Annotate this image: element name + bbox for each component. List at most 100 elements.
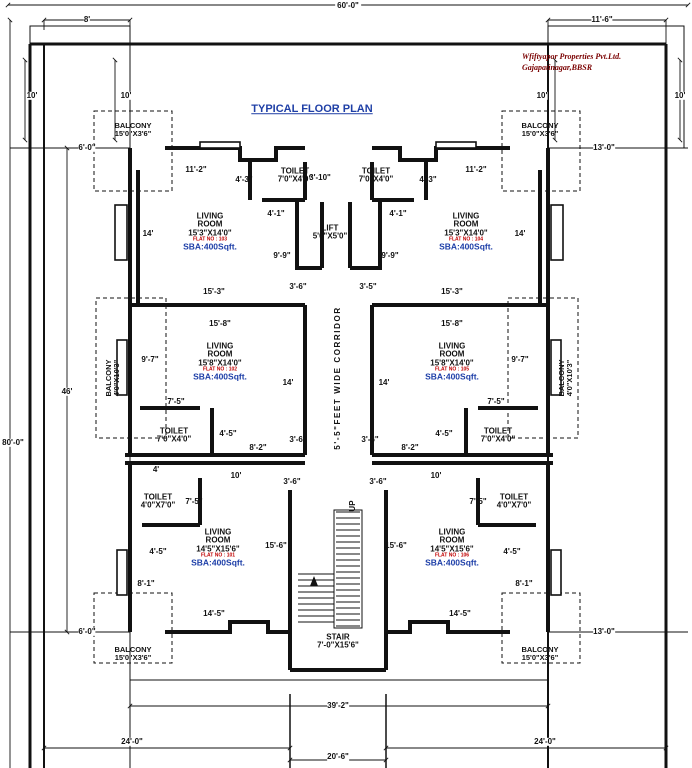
dim-right-15-3: 15'-3" xyxy=(441,286,463,296)
room-name-2: ROOM xyxy=(439,349,465,359)
room-name: LIVING xyxy=(438,527,466,537)
room-name-2: ROOM xyxy=(439,535,465,545)
dim-right-9-7: 9'-7" xyxy=(511,354,529,364)
stair-size: 7'-0"X15'6" xyxy=(317,641,359,650)
room-size: 15'3"X14'0" xyxy=(444,228,488,238)
room-size: 15'8"X14'0" xyxy=(430,358,474,368)
toilet-label: TOILET xyxy=(499,492,529,502)
dim-left-8-2: 8'-2" xyxy=(249,442,267,452)
dim-left-14-5: 14'-5" xyxy=(203,608,225,618)
dim-right-3-5-top: 3'-5" xyxy=(359,281,377,291)
front-right: 24'-0" xyxy=(534,736,556,747)
balcony-side-left: BALCONY 4'0"X10'3" xyxy=(104,359,121,397)
side-left-bottom: 6'-0" xyxy=(78,626,96,637)
dim-left-9-9: 9'-9" xyxy=(273,250,291,260)
flat-number: FLAT NO : 101 xyxy=(200,552,236,559)
lift-size: 5'0"X5'0" xyxy=(312,232,348,241)
toilet-top-right: TOILET 7'0"X4'0" xyxy=(358,166,394,185)
dim-right-14-mid: 14' xyxy=(378,377,390,387)
side-right-top: 13'-0" xyxy=(593,142,615,153)
toilet-top-left: TOILET 7'0"X4'0" xyxy=(277,166,313,185)
overall-width: 60'-0" xyxy=(335,0,361,11)
room-name-2: ROOM xyxy=(453,219,479,229)
room-name: LIVING xyxy=(196,211,224,221)
balcony-bottom-right: BALCONY 15'0"X3'6" xyxy=(521,646,558,662)
dim-left-4-5-bot: 4'-5" xyxy=(149,546,167,556)
setback-top-left-width: 8' xyxy=(83,14,91,25)
stair-center-rail xyxy=(333,509,363,629)
dim-left-4-1: 4'-1" xyxy=(267,208,285,218)
dim-lift-top: 3'-10" xyxy=(309,172,331,182)
building-width: 39'-2" xyxy=(327,700,349,711)
flat-number: FLAT NO : 104 xyxy=(448,236,484,243)
stair-treads xyxy=(298,511,360,627)
balcony-label: BALCONY xyxy=(114,121,152,131)
balcony-size: 4'0"X10'3" xyxy=(112,359,121,397)
dim-left-9-7: 9'-7" xyxy=(141,354,159,364)
flat-103: LIVING ROOM 15'3"X14'0" FLAT NO : 103 SB… xyxy=(183,211,237,252)
room-name-2: ROOM xyxy=(205,535,231,545)
dim-right-8-3: 8'-2" xyxy=(401,442,419,452)
toilet-size: 7'0"X4'0" xyxy=(277,175,313,184)
dim-left-7-5-mid: 7'-5" xyxy=(167,396,185,406)
room-name: LIVING xyxy=(206,341,234,351)
side-right-bottom: 13'-0" xyxy=(593,626,615,637)
balcony-side-right: BALCONY 4'0"X10'3" xyxy=(557,359,574,396)
dim-top-left-width: 11'-2" xyxy=(185,164,207,174)
dim-left-15-6: 15'-6" xyxy=(265,540,287,550)
walls xyxy=(125,146,553,672)
setback-left-h2: 10' xyxy=(120,90,132,101)
firm-stamp: Wfiftyapor Properties Pvt.Ltd. Gajapatin… xyxy=(522,52,621,74)
flat-number: FLAT NO : 105 xyxy=(434,366,470,373)
flat-number: FLAT NO : 106 xyxy=(434,552,470,559)
balcony-top-left: BALCONY 15'0"X3'6" xyxy=(114,122,151,138)
toilet-size: 7'0"X4'0" xyxy=(480,435,516,444)
toilet-label: TOILET xyxy=(143,492,173,502)
flat-105: LIVING ROOM 15'8"X14'0" FLAT NO : 105 SB… xyxy=(425,341,479,382)
windows xyxy=(114,141,564,596)
lift-name: LIFT xyxy=(321,223,339,233)
dim-left-4-5-mid: 4'-5" xyxy=(219,428,237,438)
building-depth: 46' xyxy=(61,386,73,397)
dim-left-15-3: 15'-3" xyxy=(203,286,225,296)
dim-left-3-6-mid: 3'-6" xyxy=(289,434,307,444)
stair-label: STAIR 7'-0"X15'6" xyxy=(317,632,359,651)
dim-right-4-5-mid: 4'-5" xyxy=(435,428,453,438)
dim-right-4-5-bot: 4'-5" xyxy=(503,546,521,556)
dim-top-right-width: 11'-2" xyxy=(465,164,487,174)
balcony-size: 15'0"X3'6" xyxy=(114,129,152,138)
toilet-size: 7'0"X4'0" xyxy=(358,175,394,184)
room-size: 14'5"X15'6" xyxy=(196,544,240,554)
sba-area: SBA:400Sqft. xyxy=(183,241,237,252)
dim-left-14: 14' xyxy=(142,228,154,238)
setback-right-h: 10' xyxy=(536,90,548,101)
flat-104: LIVING ROOM 15'3"X14'0" FLAT NO : 104 SB… xyxy=(439,211,493,252)
toilet-bottom-left: TOILET 4'0"X7'0" xyxy=(141,492,176,511)
toilet-size: 4'0"X7'0" xyxy=(496,501,532,510)
front-left: 24'-0" xyxy=(121,736,143,747)
toilet-label: TOILET xyxy=(361,166,391,176)
dim-left-7-5-bot: 7'-5" xyxy=(185,496,203,506)
sba-area: SBA:400Sqft. xyxy=(439,241,493,252)
sba-area: SBA:400Sqft. xyxy=(193,371,247,382)
stair-name: STAIR xyxy=(326,632,350,642)
dim-right-7-5-bot: 7'-5" xyxy=(469,496,487,506)
toilet-label: TOILET xyxy=(280,166,310,176)
side-left-top: 6'-0" xyxy=(78,142,96,153)
firm-name: Wfiftyapor Properties Pvt.Ltd. xyxy=(522,52,622,61)
dim-right-15-6: 15'-6" xyxy=(385,540,407,550)
dim-right-3-6-mid: 3'-6" xyxy=(361,434,379,444)
toilet-mid-left: TOILET 7'0"X4'0" xyxy=(157,427,192,445)
firm-location: Gajapatinagar,BBSR xyxy=(522,62,593,72)
flat-number: FLAT NO : 103 xyxy=(192,236,228,243)
flat-106: LIVING ROOM 14'5"X15'6" FLAT NO : 106 SB… xyxy=(425,527,479,568)
dim-right-10: 10' xyxy=(430,470,442,480)
sba-area: SBA:400Sqft. xyxy=(191,557,245,568)
dim-right-15-8: 15'-8" xyxy=(441,318,463,328)
sba-area: SBA:400Sqft. xyxy=(425,557,479,568)
flat-101: LIVING ROOM 14'5"X15'6" FLAT NO : 101 SB… xyxy=(191,527,245,568)
dim-left-3-6-top: 3'-6" xyxy=(289,281,307,291)
balcony-bottom-left: BALCONY 15'0"X3'6" xyxy=(114,646,151,662)
sba-area: SBA:400Sqft. xyxy=(425,371,479,382)
dim-left-8-1: 8'-1" xyxy=(137,578,155,588)
